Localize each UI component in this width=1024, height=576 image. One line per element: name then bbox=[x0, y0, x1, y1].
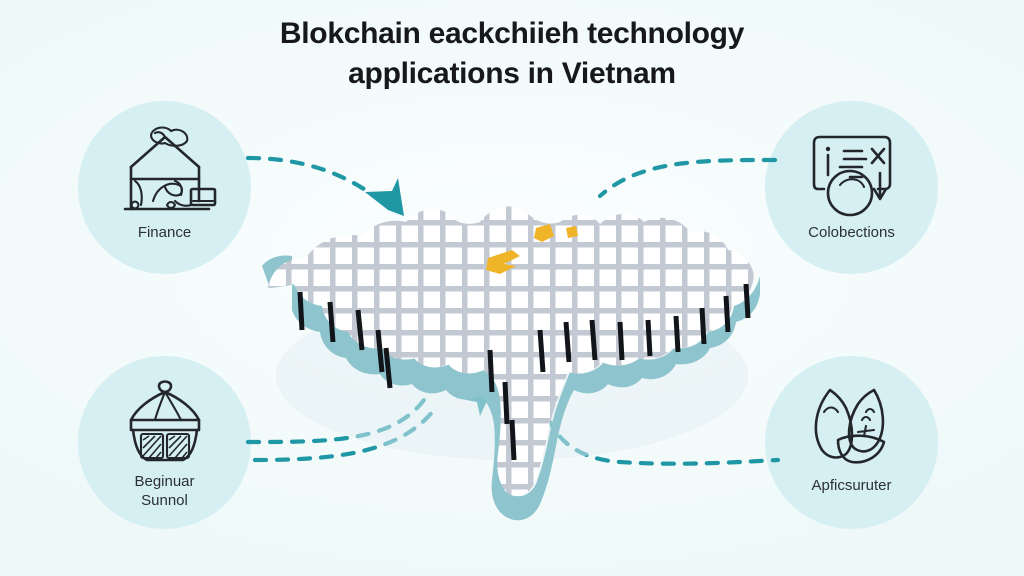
node-agriculture[interactable]: Apficsuruter bbox=[765, 356, 938, 529]
map-accent-marks bbox=[486, 224, 578, 274]
connector-supply-to-map-a bbox=[245, 397, 427, 445]
coast-tick bbox=[743, 283, 751, 319]
coast-tick bbox=[673, 315, 681, 353]
node-supply[interactable]: Beginuar Sunnol bbox=[78, 356, 251, 529]
accent-mark-medium bbox=[534, 224, 554, 242]
coast-tick bbox=[355, 309, 365, 351]
title-line-1: Blokchain eackchiieh technology bbox=[279, 17, 745, 50]
coast-tick bbox=[699, 307, 707, 345]
coast-tick bbox=[375, 329, 385, 373]
coast-tick bbox=[509, 419, 517, 461]
coast-tick bbox=[645, 319, 653, 357]
accent-mark-large bbox=[486, 250, 520, 274]
coast-tick bbox=[487, 349, 495, 393]
coast-tick bbox=[723, 295, 731, 333]
node-connections-label: Colobections bbox=[808, 224, 895, 241]
coast-tick bbox=[327, 301, 336, 343]
coast-tick bbox=[617, 321, 625, 361]
connector-supply-to-map-b bbox=[252, 407, 437, 463]
node-finance-label: Finance bbox=[137, 224, 192, 241]
connector-finance-to-map bbox=[245, 155, 385, 205]
map-coast-ticks bbox=[297, 283, 751, 461]
connector-connections-to-map bbox=[597, 157, 778, 199]
leaves-icon bbox=[814, 388, 885, 464]
basket-container-icon bbox=[129, 380, 200, 462]
accent-mark-small bbox=[566, 226, 578, 238]
bank-building-icon bbox=[123, 126, 216, 211]
coast-tick bbox=[502, 381, 510, 425]
arrowhead-finance bbox=[365, 178, 404, 216]
coast-tick bbox=[589, 319, 598, 361]
node-connections[interactable]: Colobections bbox=[765, 101, 938, 274]
title-line-2: applications in Vietnam bbox=[348, 57, 676, 90]
board-chart-icon bbox=[812, 135, 891, 217]
coast-tick bbox=[383, 347, 393, 389]
node-agriculture-label: Apficsuruter bbox=[811, 477, 892, 494]
page-title: Blokchain eackchiieh technology applicat… bbox=[0, 14, 1024, 94]
node-finance[interactable]: Finance bbox=[78, 101, 251, 274]
coast-tick bbox=[563, 321, 572, 363]
node-supply-label: Beginuar Sunnol bbox=[134, 473, 195, 509]
coast-tick bbox=[537, 329, 546, 373]
coast-tick bbox=[297, 291, 305, 331]
connector-agriculture-to-map bbox=[537, 372, 781, 466]
